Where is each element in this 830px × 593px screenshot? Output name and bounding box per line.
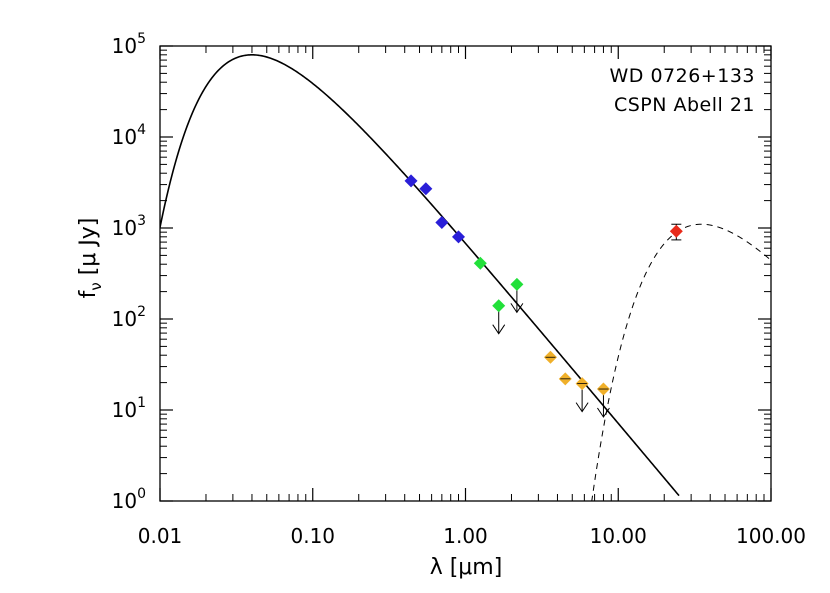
annotation-object-type: CSPN Abell 21 [614, 94, 755, 116]
data-point [669, 223, 683, 241]
y-axis-title-unit: [μ Jy] [76, 218, 101, 283]
x-tick-label: 0.10 [290, 524, 335, 548]
data-point [435, 215, 449, 229]
y-tick-label: 101 [112, 395, 146, 422]
y-tick-label: 103 [112, 213, 146, 240]
svg-text:fν [μ Jy]: fν [μ Jy] [76, 218, 105, 299]
diamond-marker [669, 224, 683, 238]
diamond-marker [492, 299, 506, 313]
axes: 0.01 0.10 1.00 10.00 100.00 100 101 102 103 104 10… [112, 31, 806, 548]
diamond-marker [452, 230, 466, 244]
x-tick-label: 1.00 [443, 524, 488, 548]
data-point [575, 377, 589, 413]
y-axis-title-symbol: f [76, 289, 101, 298]
data-point [473, 256, 487, 270]
y-tick-label: 102 [112, 304, 146, 331]
upper-limit-arrowhead [510, 303, 524, 314]
data-point [510, 277, 524, 314]
stellar-model-curve [160, 54, 680, 497]
y-tick-label: 104 [112, 122, 146, 149]
y-axis-title-subscript: ν [87, 282, 105, 290]
diamond-marker [435, 215, 449, 229]
data-point [492, 299, 506, 335]
y-tick-label: 105 [112, 31, 146, 58]
data-point [543, 350, 557, 364]
y-tick-label: 100 [112, 486, 146, 513]
diamond-marker [473, 256, 487, 270]
data-point [452, 230, 466, 244]
y-axis-title: fν [μ Jy] [76, 218, 105, 299]
x-axis-title: λ [μm] [430, 555, 503, 580]
upper-limit-arrowhead [492, 324, 506, 335]
data-point [558, 372, 572, 386]
upper-limit-arrowhead [575, 402, 589, 413]
annotation-object-name: WD 0726+133 [610, 65, 756, 87]
diamond-marker [510, 277, 524, 291]
upper-limit-arrowhead [597, 407, 610, 418]
diamond-marker [404, 174, 418, 188]
x-tick-label: 100.00 [736, 524, 806, 548]
data-point [404, 174, 418, 188]
photometry-points [404, 174, 683, 418]
data-point [419, 182, 433, 196]
dust-model-curve [591, 223, 771, 501]
x-tick-label: 10.00 [590, 524, 647, 548]
diamond-marker [419, 182, 433, 196]
x-tick-label: 0.01 [138, 524, 183, 548]
model-curves [160, 54, 771, 501]
data-point [596, 382, 610, 418]
